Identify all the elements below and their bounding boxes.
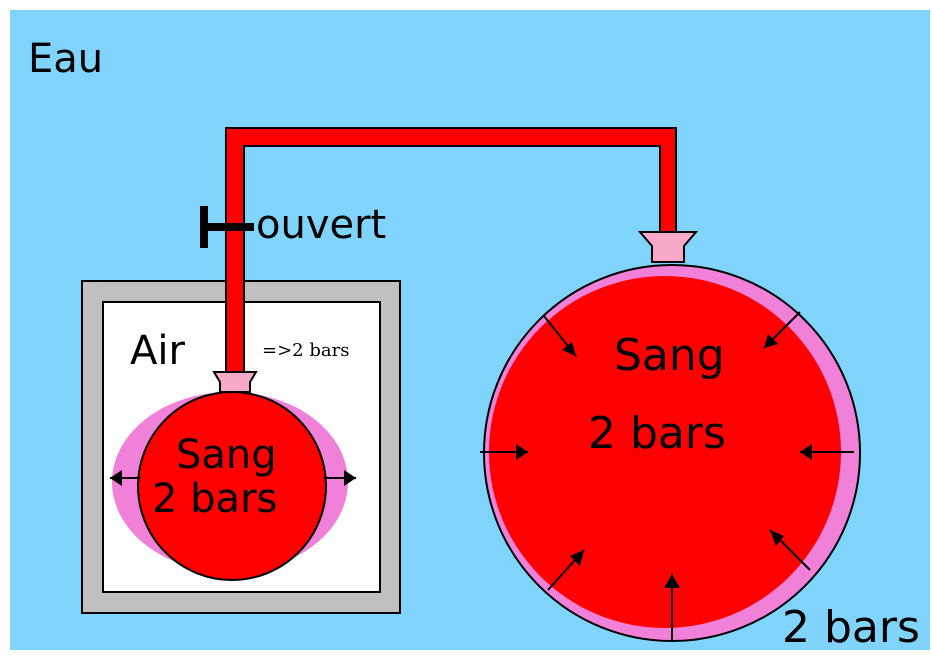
arrow-top-right-head xyxy=(764,334,778,348)
pressure-arrow-heads xyxy=(516,334,812,588)
valve-handle xyxy=(200,206,254,248)
water-label: Eau xyxy=(28,36,103,82)
arrow-top-left-head xyxy=(562,342,576,356)
small-balloon-arrow-left-head xyxy=(110,470,122,486)
outside-pressure-label: 2 bars xyxy=(782,602,920,653)
arrow-bottom-left-head xyxy=(570,550,584,566)
arrow-bottom-right-head xyxy=(770,530,784,546)
small-balloon-arrow-right-head xyxy=(344,470,356,486)
arrow-left-head xyxy=(516,444,528,460)
large-balloon-label-2: 2 bars xyxy=(588,408,726,459)
large-balloon-nozzle xyxy=(637,231,699,263)
small-balloon-label-1: Sang xyxy=(176,432,277,478)
small-balloon-label-2: 2 bars xyxy=(152,476,277,522)
arrow-right-head xyxy=(800,444,812,460)
large-balloon xyxy=(489,276,841,628)
air-pressure-label: =>2 bars xyxy=(262,340,349,361)
small-balloon-nozzle xyxy=(212,371,258,393)
valve-state-label: ouvert xyxy=(256,202,386,248)
arrow-bottom-head xyxy=(664,574,680,588)
air-label: Air xyxy=(130,328,185,374)
large-balloon-label-1: Sang xyxy=(614,330,725,381)
